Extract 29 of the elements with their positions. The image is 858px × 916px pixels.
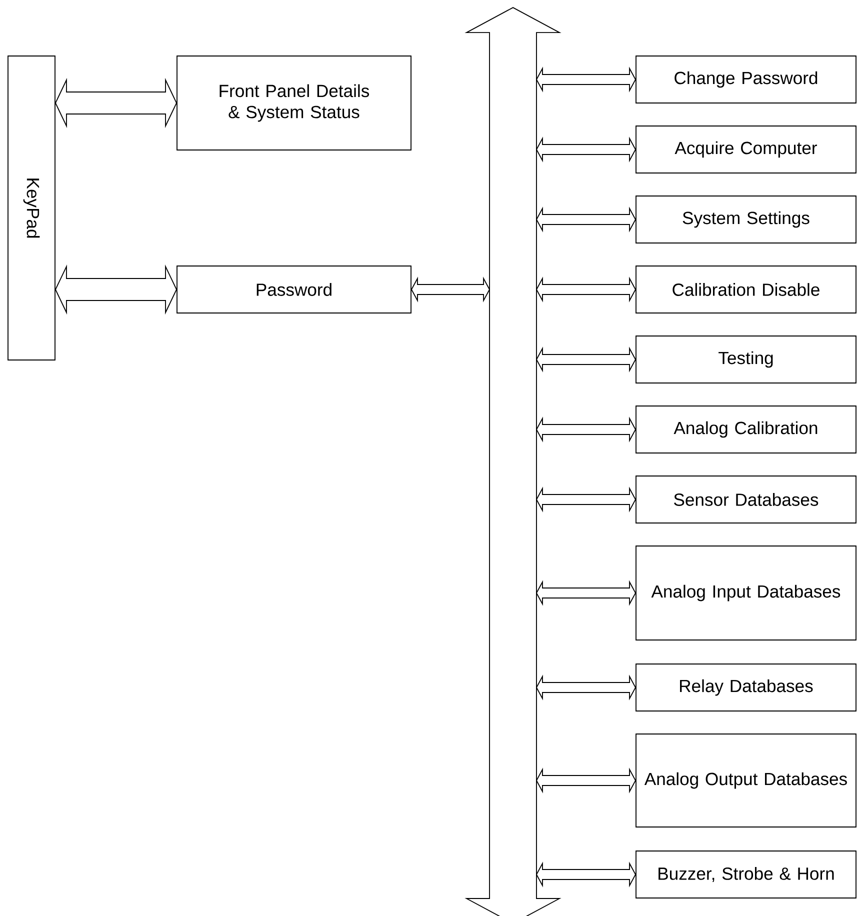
process-box: Analog Calibration (636, 406, 856, 454)
process-box: Password (176, 266, 412, 314)
process-box: System Settings (636, 196, 856, 244)
double-arrow (536, 862, 636, 888)
double-arrow (536, 416, 636, 442)
double-arrow (536, 768, 636, 794)
double-arrow (536, 486, 636, 512)
double-arrow (410, 276, 490, 302)
process-box: Change Password (636, 56, 856, 104)
double-arrow (536, 66, 636, 92)
double-arrow (54, 264, 178, 315)
double-arrow (536, 276, 636, 302)
double-arrow (54, 78, 178, 128)
double-arrow (536, 674, 636, 700)
process-box: Relay Databases (636, 664, 856, 712)
process-box: Front Panel Details & System Status (176, 56, 412, 150)
process-box: Buzzer, Strobe & Horn (636, 850, 856, 898)
process-box: Acquire Computer (636, 126, 856, 174)
process-box: Analog Input Databases (636, 546, 856, 640)
process-box: KeyPad (8, 56, 56, 360)
process-box: Analog Output Databases (636, 734, 856, 828)
double-arrow (536, 346, 636, 372)
process-box: Testing (636, 336, 856, 384)
double-arrow (536, 206, 636, 232)
process-box: Sensor Databases (636, 476, 856, 524)
double-arrow (536, 580, 636, 606)
process-box: Calibration Disable (636, 266, 856, 314)
bus-arrow (464, 7, 562, 916)
double-arrow (536, 136, 636, 162)
